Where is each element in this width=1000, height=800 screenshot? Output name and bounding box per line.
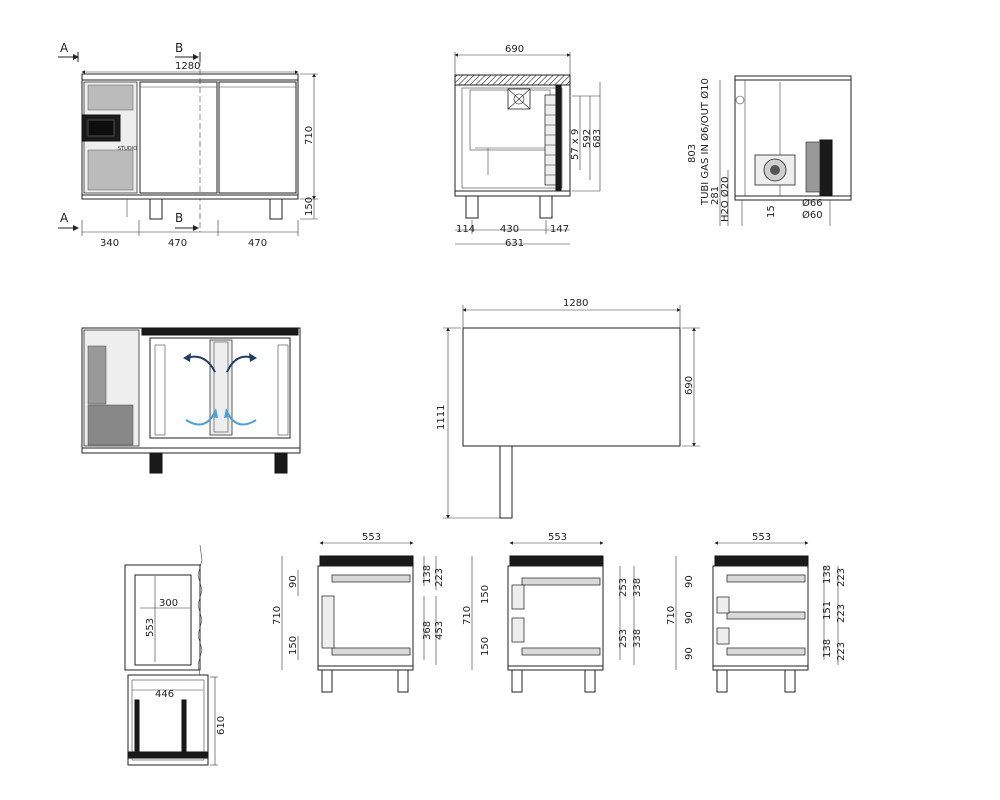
section-marker-b-bottom: B [175,211,183,225]
dim-config3-90b: 90 [684,611,695,624]
louvre-grille-icon [87,345,134,446]
config-view-1: 553 710 90 150 138 223 368 453 [272,532,445,693]
plan-view: 1280 690 1111 [436,298,700,519]
foot [274,452,288,474]
dim-config2-253b: 253 [618,629,629,648]
dim-side-inner-3: 683 [592,129,603,148]
dim-seg-3: 470 [248,238,267,249]
dim-side-bottom-total: 631 [505,238,524,249]
dim-config1-138: 138 [422,565,433,584]
dim-diameter-60: Ø60 [802,209,823,221]
dim-front-height: 710 [304,126,315,145]
foot [149,198,163,220]
dim-tray-300: 300 [159,598,178,609]
dim-front-width: 1280 [175,61,200,72]
dim-config2-width: 553 [548,532,567,543]
foot [784,669,796,693]
foot [149,452,163,474]
dim-config3-710: 710 [666,606,677,625]
dim-config3-90c: 90 [684,647,695,660]
dim-config1-453: 453 [434,621,445,640]
config-view-3: 553 710 90 90 90 138 223 151 223 138 223 [666,532,847,693]
compressor-icon [754,154,796,186]
dim-seg-2: 470 [168,238,187,249]
brand-label: STUDIO [118,146,137,152]
door-left [139,81,218,194]
foot [321,669,333,693]
dim-plan-depth: 690 [684,376,695,395]
air-flow-arrow-icon [183,353,257,426]
plan-leg [499,445,513,519]
foot [465,195,479,219]
dim-config2-150a: 150 [480,585,491,604]
dim-config2-338a: 338 [632,578,643,597]
dim-config3-223b: 223 [836,604,847,623]
foot [511,669,523,693]
dim-config3-151: 151 [822,601,833,620]
dim-config1-width: 553 [362,532,381,543]
section-marker-b-top: B [175,41,183,55]
louvre-grille-icon [87,84,134,191]
dim-tray-553: 553 [145,618,156,637]
dim-config3-223c: 223 [836,642,847,661]
dim-gas-281: 281 [710,186,721,205]
dim-seg-1: 340 [100,238,119,249]
dim-config2-150b: 150 [480,637,491,656]
foot [716,669,728,693]
dim-config2-710: 710 [462,606,473,625]
dim-plan-width: 1280 [563,298,588,309]
dim-config1-150: 150 [288,636,299,655]
water-pipe-label: H2O Ø20 [719,176,731,222]
fan-icon [507,88,531,110]
dim-gas-total: 803 [687,144,698,163]
door-right [218,81,297,194]
foot [397,669,409,693]
dim-side-inner-1: 57 x 9 [570,129,581,160]
dim-side-inner-2: 592 [582,129,593,148]
dim-side-bottom-3: 147 [550,224,569,235]
config-view-2: 553 710 150 150 253 338 253 338 [462,532,643,693]
dim-config1-368: 368 [422,621,433,640]
gas-pipe-label: TUBI GAS IN Ø6/OUT Ø10 [699,78,711,206]
dim-side-bottom-2: 430 [500,224,519,235]
section-marker-a-bottom: A [60,211,69,225]
tray-view: 300 553 446 610 [124,544,227,766]
dim-leg-height: 150 [304,197,315,216]
dim-config1-223: 223 [434,568,445,587]
front-view: A B A B 1280 STUDIO [58,41,318,249]
dim-side-depth: 690 [505,44,524,55]
section-marker-a-top: A [60,41,69,55]
dim-config2-338b: 338 [632,629,643,648]
side-section-view: 690 [454,44,603,249]
airflow-view [81,327,301,474]
dim-tray-610: 610 [216,716,227,735]
dim-tray-446: 446 [155,689,174,700]
foot [584,669,596,693]
machine-side-view: 803 TUBI GAS IN Ø6/OUT Ø10 281 H2O Ø20 1… [687,75,852,226]
dim-config3-138a: 138 [822,565,833,584]
dim-config1-90: 90 [288,575,299,588]
dim-config3-223a: 223 [836,568,847,587]
dim-gas-15: 15 [766,205,777,218]
plan-top [462,327,681,447]
dim-side-bottom-1: 114 [456,224,475,235]
dim-config3-138c: 138 [822,639,833,658]
dim-config1-710: 710 [272,606,283,625]
dim-config3-90a: 90 [684,575,695,588]
dim-config2-253a: 253 [618,578,629,597]
dim-config3-width: 553 [752,532,771,543]
dim-plan-overall: 1111 [436,405,447,430]
foot [539,195,553,219]
foot [269,198,283,220]
dim-diameter-66: Ø66 [802,197,823,209]
condenser [819,139,833,196]
